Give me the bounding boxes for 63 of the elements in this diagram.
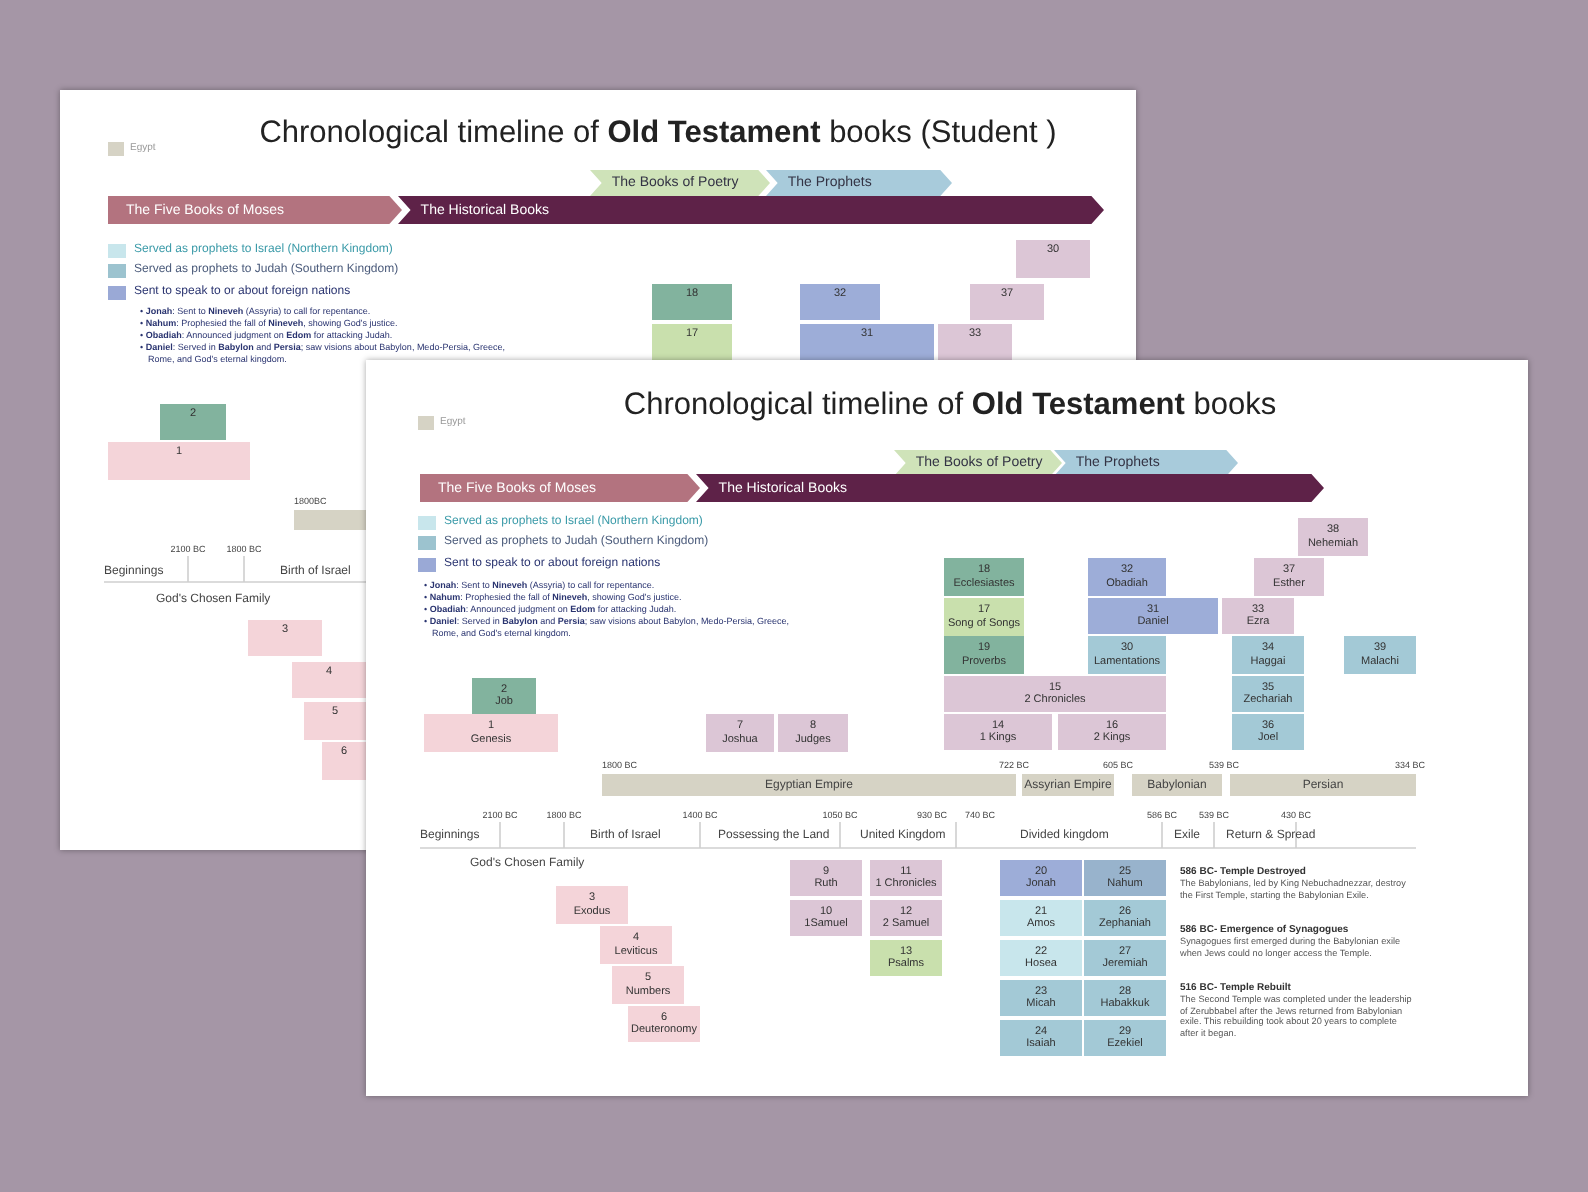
book-box [628, 1006, 700, 1042]
era-bar [1132, 774, 1222, 796]
book-box [944, 636, 1024, 674]
book-box [778, 714, 848, 752]
book-box [970, 284, 1044, 320]
book-box [706, 714, 774, 752]
book-box [652, 284, 732, 320]
book-box [790, 900, 862, 936]
book-box [160, 404, 226, 440]
book-box [944, 714, 1052, 750]
book-box [304, 702, 366, 740]
book-box [1254, 558, 1324, 596]
book-box [1000, 1020, 1082, 1056]
book-box [800, 284, 880, 320]
book-box [1084, 980, 1166, 1016]
section-banner [108, 196, 402, 224]
section-banner [696, 474, 1324, 502]
book-box [1084, 940, 1166, 976]
slide-title: Chronological timeline of Old Testament books [623, 388, 1277, 424]
book-box [1084, 860, 1166, 896]
book-box [1084, 900, 1166, 936]
slide-title: Chronological timeline of Old Testament books (Student ) [259, 114, 1057, 153]
book-box [1232, 636, 1304, 674]
book-box [600, 926, 672, 964]
book-box [1088, 598, 1218, 634]
book-box [944, 558, 1024, 596]
book-box [1000, 940, 1082, 976]
book-box [1000, 860, 1082, 896]
book-box [424, 714, 558, 752]
section-banner [420, 474, 700, 502]
book-box [1058, 714, 1166, 750]
book-box [1222, 598, 1294, 634]
book-box [870, 900, 942, 936]
book-box [472, 678, 536, 714]
bar-shape [294, 510, 366, 530]
era-bar [602, 774, 1016, 796]
book-box [938, 324, 1012, 360]
book-box [870, 940, 942, 976]
book-box [248, 620, 322, 656]
book-box [292, 662, 366, 698]
book-box [1232, 676, 1304, 712]
book-box [1232, 714, 1304, 750]
book-box [1298, 518, 1368, 556]
book-box [1000, 980, 1082, 1016]
book-box [1344, 636, 1416, 674]
book-box [108, 442, 250, 480]
era-bar [1022, 774, 1114, 796]
book-box [1088, 558, 1166, 596]
book-box [1000, 900, 1082, 936]
book-box [556, 886, 628, 924]
book-box [652, 324, 732, 360]
book-box [322, 742, 366, 780]
book-box [1088, 636, 1166, 674]
book-box [790, 860, 862, 896]
section-banner [398, 196, 1104, 224]
era-bar [1230, 774, 1416, 796]
book-box [612, 966, 684, 1004]
book-box [1084, 1020, 1166, 1056]
book-box [870, 860, 942, 896]
book-box [1016, 240, 1090, 278]
book-box [944, 676, 1166, 712]
book-box [800, 324, 934, 360]
book-box [944, 598, 1024, 636]
